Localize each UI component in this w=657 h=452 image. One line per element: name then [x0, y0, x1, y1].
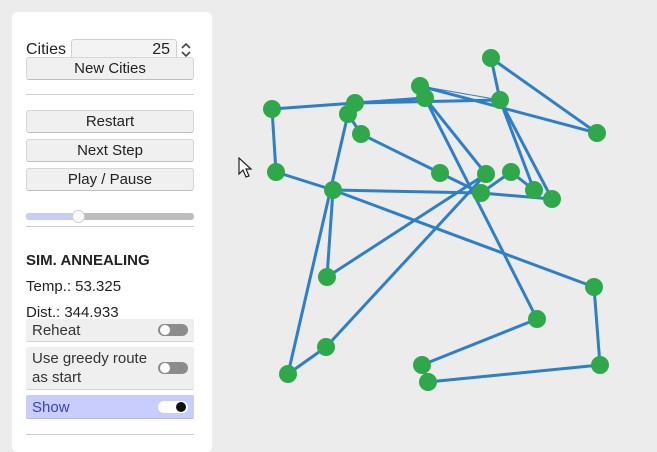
city-node	[411, 77, 429, 95]
route-segment	[274, 170, 335, 192]
mouse-pointer-icon	[238, 157, 253, 178]
candidate-segment	[419, 85, 501, 101]
city-node	[346, 94, 364, 112]
cities-count-input[interactable]: 25	[71, 39, 177, 61]
control-panel: Cities 25 New Cities Restart Next Step P…	[12, 12, 212, 452]
city-node	[588, 124, 606, 142]
city-node	[585, 278, 603, 296]
city-node	[267, 163, 285, 181]
new-cities-button[interactable]: New Cities	[26, 57, 194, 80]
show-label: Show	[32, 399, 70, 416]
play-pause-button[interactable]: Play / Pause	[26, 168, 194, 191]
city-node	[528, 310, 546, 328]
route-segment	[331, 188, 596, 289]
show-toggle-row[interactable]: Show	[26, 395, 194, 419]
city-node	[413, 356, 431, 374]
greedy-switch[interactable]	[158, 362, 188, 374]
route-segment	[286, 112, 350, 376]
greedy-label-line2: as start	[32, 369, 82, 386]
speed-slider[interactable]	[26, 210, 194, 223]
city-node	[317, 338, 335, 356]
route-segment	[498, 98, 536, 192]
spinner-arrows-icon[interactable]	[180, 40, 192, 60]
route-segment	[270, 107, 278, 174]
route-segment	[426, 363, 602, 384]
route-segment	[420, 317, 539, 367]
route-segment	[489, 56, 599, 135]
restart-button[interactable]: Restart	[26, 110, 194, 133]
route-segment	[592, 285, 602, 367]
route-map	[263, 49, 609, 391]
route-segment	[423, 96, 488, 176]
reheat-switch[interactable]	[158, 324, 188, 336]
next-step-button[interactable]: Next Step	[26, 139, 194, 162]
route-segment	[325, 188, 335, 279]
city-node	[472, 184, 490, 202]
slider-thumb[interactable]	[72, 210, 86, 223]
city-node	[324, 181, 342, 199]
city-node	[477, 165, 495, 183]
temperature-readout: Temp.: 53.325	[26, 278, 122, 295]
reheat-toggle-row[interactable]: Reheat	[26, 319, 194, 342]
city-node	[543, 190, 561, 208]
divider	[26, 434, 194, 435]
city-node	[263, 100, 281, 118]
city-node	[431, 164, 449, 182]
divider	[26, 94, 194, 95]
distance-readout: Dist.: 344.933	[26, 304, 119, 321]
switch-knob	[160, 325, 170, 335]
city-node	[318, 268, 336, 286]
city-node	[419, 373, 437, 391]
switch-knob	[160, 363, 170, 373]
slider-fill	[26, 213, 79, 220]
route-segment	[324, 172, 488, 349]
cities-label: Cities	[26, 41, 67, 58]
switch-knob	[176, 402, 186, 412]
reheat-label: Reheat	[32, 322, 81, 339]
candidate-segment	[419, 85, 598, 134]
show-switch[interactable]	[158, 401, 188, 413]
route-segment	[270, 101, 357, 111]
divider	[26, 226, 194, 227]
route-segment	[479, 191, 554, 201]
route-segment	[498, 98, 554, 201]
route-segment	[423, 96, 539, 321]
city-node	[502, 163, 520, 181]
slider-track	[26, 213, 194, 220]
city-node	[482, 49, 500, 67]
city-node	[591, 356, 609, 374]
section-title: SIM. ANNEALING	[26, 252, 150, 269]
greedy-label-line1: Use greedy route	[32, 350, 148, 367]
city-node	[491, 91, 509, 109]
city-node	[525, 181, 543, 199]
greedy-start-toggle-row[interactable]: Use greedy route as start	[26, 347, 194, 390]
city-node	[279, 365, 297, 383]
city-node	[352, 125, 370, 143]
cities-row: Cities 25	[26, 38, 194, 64]
route-segment	[359, 132, 442, 175]
route-segment	[331, 188, 483, 195]
